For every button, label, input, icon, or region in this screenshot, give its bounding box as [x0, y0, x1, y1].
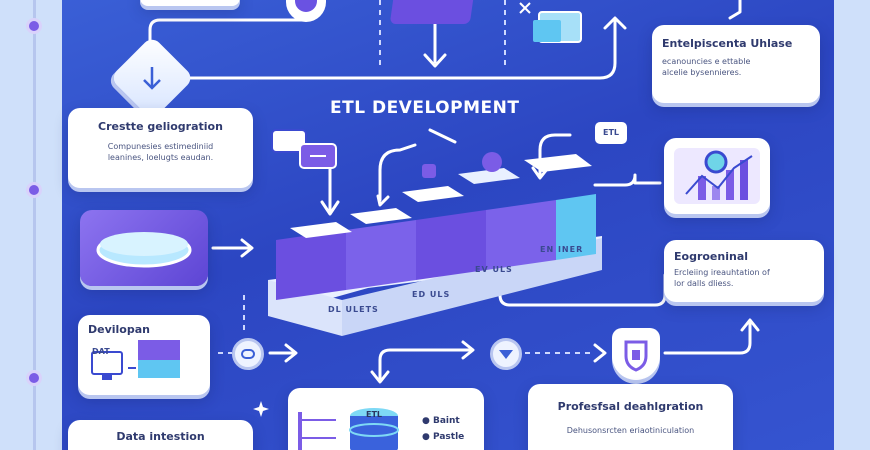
top-card-fragment [140, 0, 240, 6]
card-top-right: Entelpiscenta Uhlase ecanouncies e ettab… [652, 25, 820, 103]
monitor-icon [91, 340, 180, 380]
card-text: Ercleiing ireauhtation of lor dalls dlie… [674, 268, 770, 288]
card-text: ecanouncies e ettable alcelie bysenniere… [662, 57, 751, 77]
card-right-mid: Eogroeninal Ercleiing ireauhtation of lo… [664, 240, 824, 302]
database-icon [298, 408, 399, 450]
card-stack-icon [519, 2, 582, 43]
sparkle-icon [253, 401, 269, 417]
platform-label: DL ULETS [328, 305, 379, 314]
disc-icon [96, 232, 192, 268]
card-text: Dehusonsrcten eriaotiniculation [566, 426, 695, 435]
top-icon-fragment [286, 0, 326, 22]
chart-card [664, 138, 770, 214]
platform-label: EV ULS [475, 265, 513, 274]
chat-bubbles-icon [271, 129, 337, 169]
bullet-item: ● Pastle [422, 432, 465, 442]
timeline-dot [26, 182, 42, 198]
shield-icon [612, 328, 660, 380]
card-title: Data intestion [116, 430, 205, 443]
chart-icon [674, 148, 760, 204]
card-bottom-center: ETL ● Baint ● Pastle [288, 388, 484, 450]
etl-block-platform [268, 152, 602, 336]
right-strip [834, 0, 870, 450]
card-text: Compunesies estimediniid leanines, loelu… [107, 142, 214, 162]
card-title: Devilopan [88, 323, 150, 336]
card-develop: Devilopan DAT [78, 315, 210, 395]
platform-label: EN INER [540, 245, 584, 254]
timeline-line [33, 0, 36, 450]
card-data-intestion: Data intestion [68, 420, 253, 450]
card-title: Crestte geliogration [98, 120, 223, 133]
timeline-dot [26, 370, 42, 386]
bullet-item-label: Baint [433, 416, 460, 426]
etl-db-label: ETL [366, 410, 383, 419]
etl-tag: ETL [595, 122, 627, 144]
down-arrow-icon [143, 67, 161, 90]
disc-card [80, 210, 208, 286]
card-title: Eogroeninal [674, 250, 749, 263]
card-professional: Profesfsal deahlgration Dehusonsrcten er… [528, 384, 733, 450]
timeline-dot [26, 18, 42, 34]
card-title: Entelpiscenta Uhlase [662, 37, 793, 50]
bullet-item-label: Pastle [433, 432, 465, 442]
cube-icon [389, 0, 475, 24]
platform-label: ED ULS [412, 290, 451, 299]
link-icon [232, 338, 264, 370]
chevron-down-icon [490, 338, 522, 370]
bullet-item: ● Baint [422, 416, 460, 426]
main-title: ETL DEVELOPMENT [330, 98, 520, 118]
dat-label: DAT [92, 347, 110, 356]
card-title: Profesfsal deahlgration [557, 400, 704, 413]
card-create: Crestte geliogration Compunesies estimed… [68, 108, 253, 188]
